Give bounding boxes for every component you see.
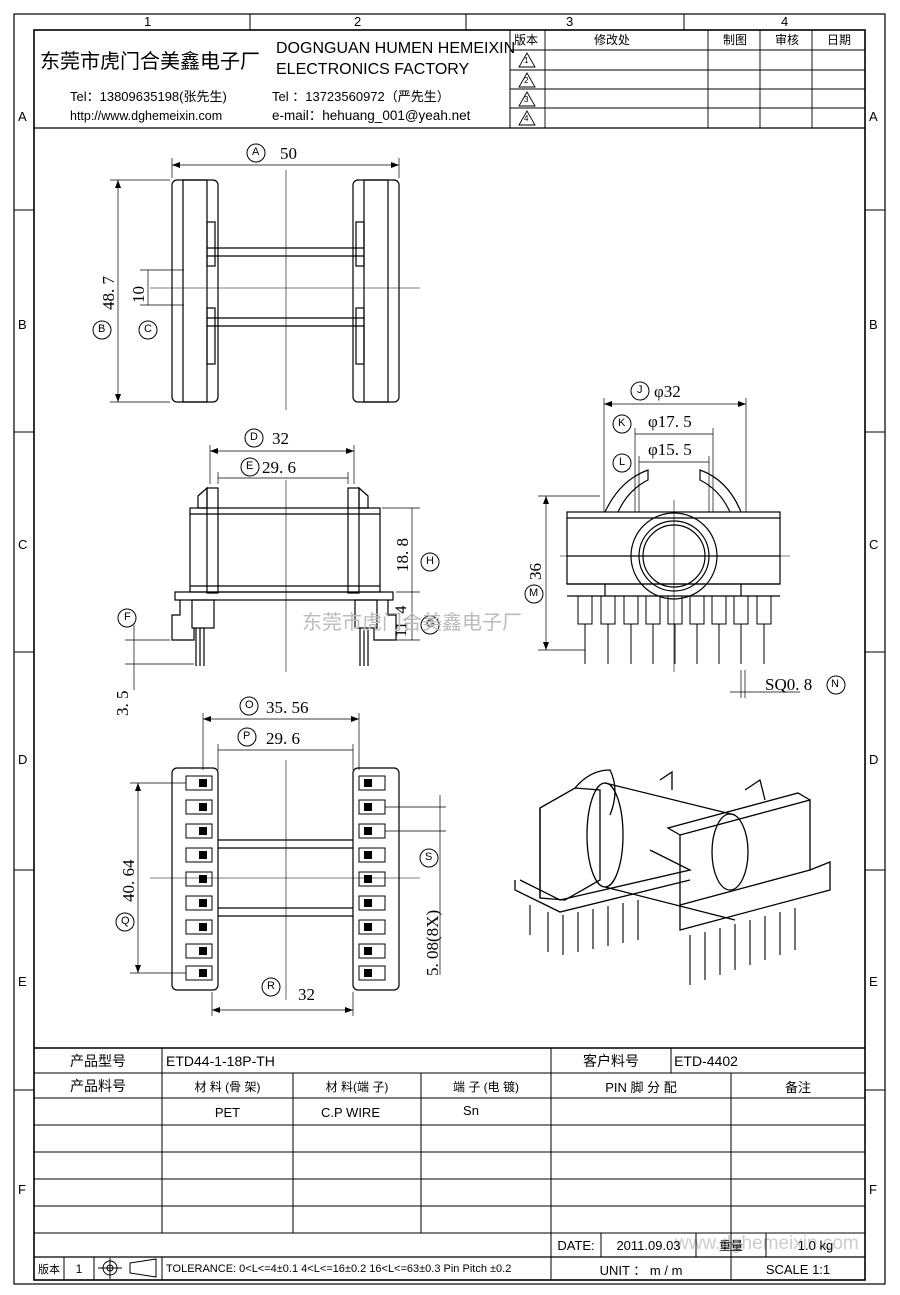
row-label-f-left: F [18, 1182, 26, 1197]
revision-header-drawn: 制图 [723, 33, 748, 47]
company-name-cn: 东莞市虎门合美鑫电子厂 [40, 51, 260, 73]
label-date: DATE: [557, 1238, 595, 1253]
label-remark: 备注 [784, 1079, 811, 1095]
col-label-4: 4 [781, 14, 789, 29]
ref-letter-b: B [98, 323, 106, 335]
company-tel-2: Tel ：13723560972（严先生） [272, 89, 450, 104]
row-label-f-right: F [869, 1182, 877, 1197]
dim-o-value: 35. 56 [266, 698, 309, 717]
row-label-a-right: A [869, 109, 878, 124]
tolerance-note: TOLERANCE: 0<L<=4±0.1 4<L<=16±0.2 16<L<=… [166, 1263, 512, 1275]
revision-version-3: 3 [524, 95, 529, 104]
dim-r-value: 32 [298, 985, 315, 1004]
end-view [538, 398, 800, 698]
company-website[interactable]: http://www.dghemeixin.com [70, 109, 223, 123]
value-date: 2011.09.03 [616, 1238, 681, 1253]
watermark-text: 东莞市虎门合美鑫电子厂 [302, 612, 522, 634]
label-plating: 端 子 (电 镀) [453, 1079, 519, 1094]
watermark-url: www.dghemeixin.com [675, 1233, 859, 1254]
value-material-bobbin: PET [214, 1104, 241, 1120]
row-label-b-right: B [869, 317, 878, 332]
company-tel-1: Tel：13809635198(张先生) [70, 89, 227, 104]
ref-letter-j: J [637, 384, 643, 396]
dim-e-value: 29. 6 [262, 458, 296, 477]
revision-version-4: 4 [524, 114, 529, 123]
isometric-view [514, 769, 831, 985]
top-view [110, 158, 420, 410]
value-version: 1 [75, 1262, 83, 1276]
ref-letter-k: K [618, 417, 626, 429]
ref-letter-d: D [250, 431, 258, 443]
ref-letter-q: Q [121, 915, 130, 927]
value-material-pin: C.P WIRE [321, 1104, 380, 1120]
revision-header-change: 修改处 [594, 33, 631, 47]
dim-p-value: 29. 6 [266, 729, 300, 748]
dim-a-value: 50 [280, 144, 297, 163]
ref-letter-o: O [245, 699, 254, 711]
value-scale: SCALE 1:1 [765, 1261, 831, 1277]
revision-header-date: 日期 [827, 33, 852, 47]
label-weight: 重量 [718, 1239, 743, 1253]
company-email[interactable]: e-mail：hehuang_001@yeah.net [272, 108, 471, 123]
ref-letter-h: H [426, 555, 434, 567]
row-label-d-right: D [869, 752, 879, 767]
label-version: 版本 [38, 1264, 60, 1276]
dim-l-value: φ15. 5 [648, 440, 692, 459]
ref-letter-l: L [619, 456, 626, 468]
ref-letter-n: N [831, 678, 839, 690]
row-label-d-left: D [18, 752, 28, 767]
label-customer-part: 客户料号 [583, 1053, 639, 1069]
row-label-c-left: C [18, 537, 28, 552]
value-customer-part: ETD-4402 [674, 1053, 738, 1069]
revision-header-checked: 审核 [775, 33, 800, 47]
revision-version-1: 1 [524, 56, 529, 65]
value-unit: UNIT ： m / m [599, 1262, 683, 1278]
label-pin-assignment: PIN 脚 分 配 [605, 1079, 677, 1095]
ref-letter-g: G [426, 618, 435, 630]
label-product-model: 产品型号 [70, 1053, 126, 1069]
label-product-part: 产品料号 [70, 1078, 126, 1094]
col-label-3: 3 [566, 14, 574, 29]
ref-letter-p: P [243, 730, 251, 742]
side-view [125, 445, 420, 690]
col-label-1: 1 [144, 14, 152, 29]
dim-d-value: 32 [272, 429, 289, 448]
dim-k-value: φ17. 5 [648, 412, 692, 431]
row-label-b-left: B [18, 317, 27, 332]
value-weight: 1.0 kg [797, 1238, 834, 1253]
row-label-a-left: A [18, 109, 27, 124]
ref-letter-e: E [246, 460, 254, 472]
bottom-view [130, 713, 446, 1016]
ref-letter-a: A [252, 146, 260, 158]
dim-n-value: SQ0. 8 [765, 675, 813, 694]
revision-version-2: 2 [524, 76, 529, 85]
row-label-c-right: C [869, 537, 879, 552]
dim-j-value: φ32 [654, 382, 681, 401]
company-name-en-1: DOGNGUAN HUMEN HEMEIXIN [276, 40, 516, 57]
ref-letter-m: M [529, 587, 539, 599]
row-label-e-right: E [869, 974, 878, 989]
col-label-2: 2 [354, 14, 362, 29]
label-material-pin: 材 料(端 子) [325, 1079, 389, 1094]
ref-letter-c: C [144, 323, 152, 335]
value-product-model: ETD44-1-18P-TH [166, 1053, 275, 1069]
ref-letter-s: S [425, 851, 433, 863]
label-material-bobbin: 材 料 (骨 架) [194, 1079, 261, 1094]
company-name-en-2: ELECTRONICS FACTORY [276, 61, 470, 78]
row-label-e-left: E [18, 974, 27, 989]
revision-header-version: 版本 [514, 33, 539, 47]
value-plating: Sn [463, 1102, 479, 1118]
ref-letter-f: F [124, 611, 131, 623]
ref-letter-r: R [267, 980, 275, 992]
